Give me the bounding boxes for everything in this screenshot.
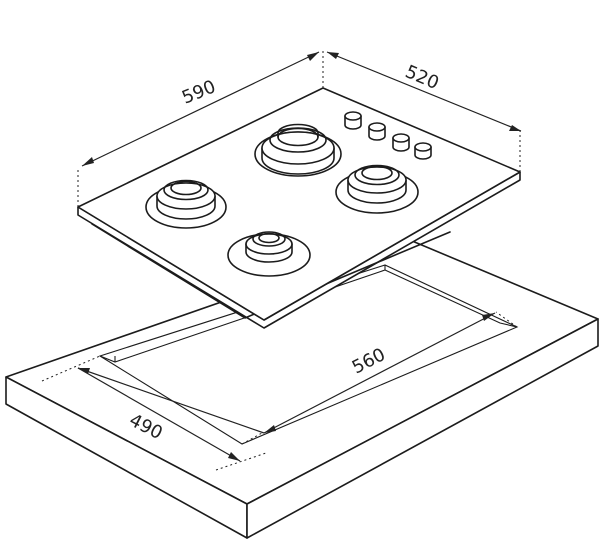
dimension-cutout-depth: 490 — [77, 367, 267, 471]
hob-width-label: 590 — [179, 76, 219, 108]
knob-icon — [368, 122, 386, 141]
burner-rear-center — [254, 123, 342, 177]
burner-right — [335, 164, 419, 214]
knob-icon — [414, 142, 432, 160]
control-knobs — [344, 111, 432, 160]
knob-icon — [344, 111, 362, 130]
hob-depth-label: 520 — [402, 61, 442, 94]
knob-icon — [392, 133, 410, 152]
burner-front-center — [227, 231, 311, 277]
burner-front-left — [145, 179, 227, 229]
countertop — [5, 237, 599, 539]
